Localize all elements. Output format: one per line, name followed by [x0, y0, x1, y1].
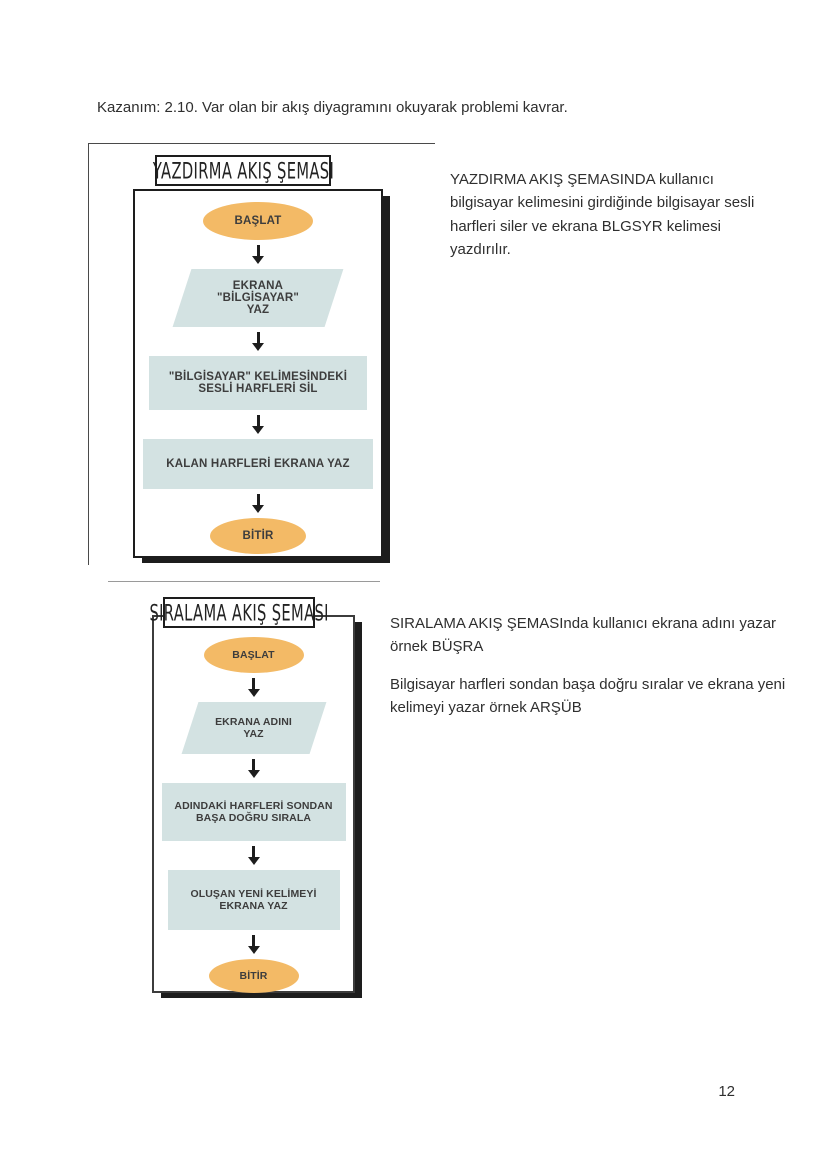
- section1-frame: [88, 143, 435, 565]
- down-arrow-icon: [252, 415, 264, 434]
- down-arrow-icon: [247, 678, 260, 697]
- flow-node-start: BAŞLAT: [203, 202, 313, 240]
- flow-node-process: OLUŞAN YENİ KELİMEYİ EKRANA YAZ: [167, 870, 340, 930]
- flow-node-process: KALAN HARFLERİ EKRANA YAZ: [143, 439, 373, 489]
- flowchart-title-siralama: SIRALAMA AKIŞ ŞEMASI: [149, 597, 328, 628]
- down-arrow-icon: [252, 494, 264, 513]
- page-number: 12: [718, 1083, 735, 1100]
- flow-node-process: ADINDAKİ HARFLERİ SONDAN BAŞA DOĞRU SIRA…: [161, 783, 346, 841]
- flow-node-end: BİTİR: [210, 518, 306, 554]
- siralama-paragraph-2: Bilgisayar harfleri sondan başa doğru sı…: [390, 675, 786, 716]
- yazdirma-description: YAZDIRMA AKIŞ ŞEMASINDA kullanıcı bilgis…: [450, 171, 755, 258]
- siralama-description: SIRALAMA AKIŞ ŞEMASInda kullanıcı ekrana…: [390, 612, 795, 719]
- flow-node-start: BAŞLAT: [203, 637, 304, 673]
- down-arrow-icon: [252, 332, 264, 351]
- objective-heading: Kazanım: 2.10. Var olan bir akış diyagra…: [97, 99, 568, 116]
- flowchart-title-yazdirma: YAZDIRMA AKIŞ ŞEMASI: [152, 155, 333, 186]
- flow-node-process: "BİLGİSAYAR" KELİMESİNDEKİ SESLİ HARFLER…: [149, 356, 367, 410]
- flow-node-io: EKRANA ADINI YAZ: [181, 702, 326, 754]
- flowchart-card-yazdirma: BAŞLAT EKRANA "BİLGİSAYAR" YAZ "BİLGİSAY…: [133, 189, 383, 558]
- flowchart-card-siralama: BAŞLAT EKRANA ADINI YAZ ADINDAKİ HARFLER…: [152, 615, 355, 993]
- flow-node-io: EKRANA "BİLGİSAYAR" YAZ: [172, 269, 344, 327]
- flow-node-end: BİTİR: [208, 959, 299, 993]
- down-arrow-icon: [252, 245, 264, 264]
- section-divider: [108, 581, 380, 582]
- down-arrow-icon: [247, 935, 260, 954]
- down-arrow-icon: [247, 759, 260, 778]
- siralama-paragraph-1: SIRALAMA AKIŞ ŞEMASInda kullanıcı ekrana…: [390, 615, 777, 656]
- down-arrow-icon: [247, 846, 260, 865]
